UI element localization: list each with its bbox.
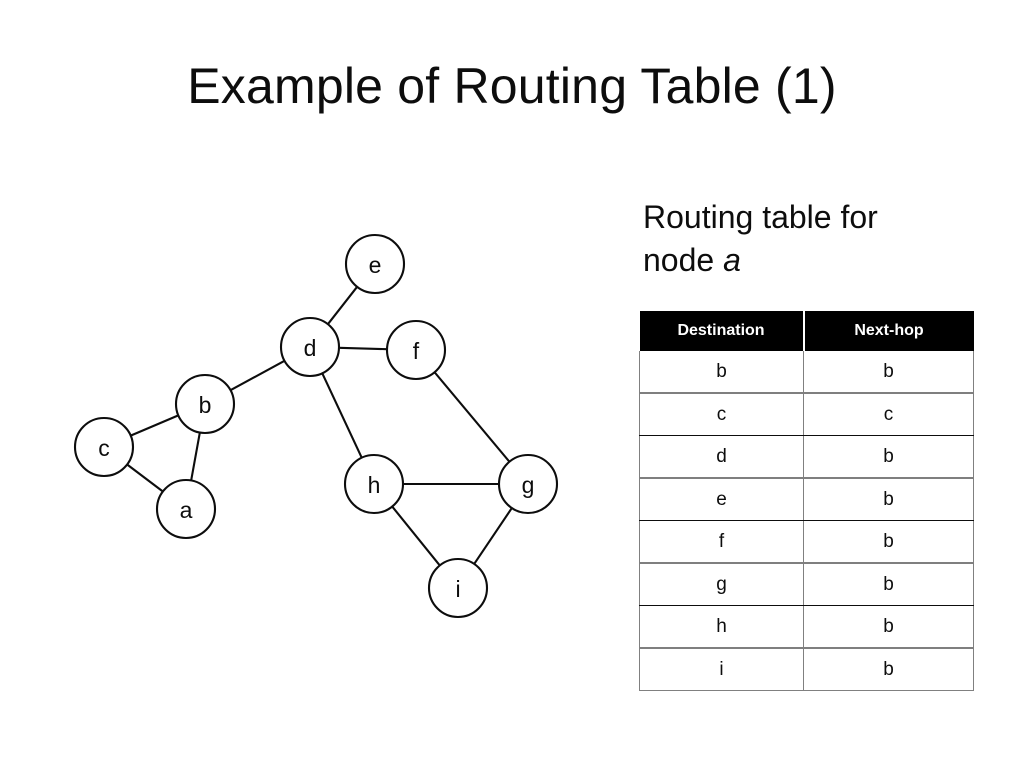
cell-next-hop: b <box>803 478 974 521</box>
cell-destination: e <box>639 478 804 521</box>
graph-edge-group <box>126 285 513 567</box>
caption-line-1: Routing table for <box>643 199 878 235</box>
graph-node-circle-d <box>279 316 341 378</box>
graph-edge-d-e <box>326 285 359 326</box>
graph-node-label-a: a <box>180 497 193 523</box>
graph-node-h[interactable]: h <box>343 453 405 515</box>
graph-node-circle-g <box>497 453 559 515</box>
graph-edge-d-h <box>321 372 363 459</box>
graph-node-i[interactable]: i <box>427 557 489 619</box>
routing-table-caption: Routing table for node a <box>643 196 983 282</box>
cell-next-hop: b <box>803 563 974 606</box>
graph-edge-a-b <box>190 431 201 482</box>
graph-node-label-f: f <box>413 338 420 364</box>
network-graph-svg: c a b d e f h g i <box>73 233 559 619</box>
graph-node-circle-i <box>427 557 489 619</box>
cell-destination: g <box>639 563 804 606</box>
cell-next-hop: b <box>803 648 974 691</box>
graph-node-f[interactable]: f <box>385 319 447 381</box>
graph-node-circle-e <box>344 233 406 295</box>
routing-table-header-row: Destination Next-hop <box>639 311 974 351</box>
graph-node-circle-c <box>73 416 135 478</box>
graph-edge-b-d <box>229 359 286 392</box>
graph-node-g[interactable]: g <box>497 453 559 515</box>
graph-node-e[interactable]: e <box>344 233 406 295</box>
caption-line-2-prefix: node <box>643 242 724 279</box>
column-header-next-hop: Next-hop <box>803 311 974 351</box>
cell-next-hop: b <box>803 520 974 564</box>
graph-node-a[interactable]: a <box>155 478 217 540</box>
graph-node-circle-a <box>155 478 217 540</box>
caption-node-name: a <box>723 242 741 279</box>
cell-destination: f <box>639 520 804 564</box>
cell-destination: b <box>639 351 804 394</box>
graph-node-c[interactable]: c <box>73 416 135 478</box>
graph-node-circle-h <box>343 453 405 515</box>
cell-destination: c <box>639 393 804 436</box>
column-header-destination: Destination <box>639 311 805 351</box>
network-graph-figure: c a b d e f h g i <box>50 210 610 630</box>
cell-next-hop: b <box>803 435 974 479</box>
cell-next-hop: c <box>803 393 974 436</box>
graph-node-label-c: c <box>98 435 110 461</box>
graph-edge-c-b <box>129 414 180 437</box>
page-title: Example of Routing Table (1) <box>187 58 837 114</box>
graph-node-label-i: i <box>455 576 460 602</box>
graph-edge-c-a <box>126 463 164 493</box>
cell-next-hop: b <box>803 351 974 394</box>
graph-node-b[interactable]: b <box>174 373 236 435</box>
cell-destination: h <box>639 605 804 649</box>
graph-edge-g-i <box>473 507 513 565</box>
cell-destination: d <box>639 435 804 479</box>
graph-node-group: c a b d e f h g i <box>73 233 559 619</box>
graph-node-circle-b <box>174 373 236 435</box>
graph-edge-d-f <box>337 346 389 351</box>
graph-node-label-g: g <box>522 472 535 498</box>
cell-next-hop: b <box>803 605 974 649</box>
graph-node-label-e: e <box>369 252 382 278</box>
cell-destination: i <box>639 648 804 691</box>
graph-node-label-h: h <box>368 472 381 498</box>
graph-node-circle-f <box>385 319 447 381</box>
graph-node-label-b: b <box>199 392 212 418</box>
graph-node-d[interactable]: d <box>279 316 341 378</box>
graph-edge-h-i <box>391 505 441 567</box>
graph-edge-f-g <box>433 371 511 463</box>
graph-node-label-d: d <box>304 335 317 361</box>
